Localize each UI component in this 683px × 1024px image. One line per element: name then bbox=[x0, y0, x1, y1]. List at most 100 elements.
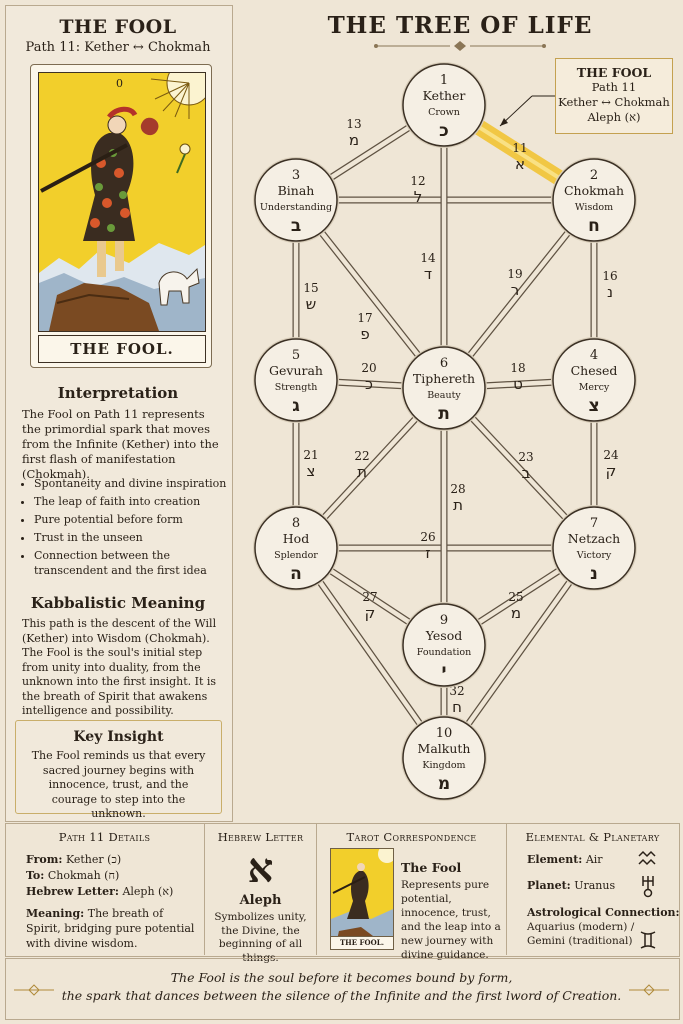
sephirah-number: 5 bbox=[292, 348, 300, 363]
hebrew-letter-text: Symbolizes unity, the Divine, the beginn… bbox=[214, 911, 307, 964]
mini-tarot-card: THE FOOL. bbox=[330, 848, 394, 950]
sephirah-name: Gevurah bbox=[269, 363, 323, 378]
bullet-item: Connection between the transcendent and … bbox=[34, 548, 234, 578]
footer-ornament-left bbox=[14, 984, 54, 996]
footer-quote: The Fool is the soul before it becomes b… bbox=[60, 969, 623, 1005]
sephirah-meaning: Wisdom bbox=[575, 202, 613, 213]
sephirah-meaning: Kingdom bbox=[422, 760, 465, 771]
path-letter: פ bbox=[360, 325, 369, 343]
path-letter: ק bbox=[606, 462, 617, 480]
sephirah-name: Tiphereth bbox=[413, 371, 475, 386]
sephirah-gevurah bbox=[254, 338, 338, 422]
path-letter: צ bbox=[307, 462, 316, 480]
sephirah-number: 2 bbox=[590, 168, 598, 183]
tree-of-life-diagram: 11א12ל13מ14ד15ש16נ17פ18ט19ר20כ21צ22ת23ב2… bbox=[253, 62, 637, 801]
footer-line1: The Fool is the soul before it becomes b… bbox=[170, 970, 513, 985]
sephirah-meaning: Beauty bbox=[427, 390, 461, 401]
divider bbox=[316, 823, 317, 955]
title-ornament bbox=[374, 41, 546, 51]
path-number: 22 bbox=[354, 449, 369, 463]
sephirah-name: Kether bbox=[423, 88, 466, 103]
element-row: Element: Air bbox=[527, 853, 603, 866]
sephirah-meaning: Strength bbox=[275, 382, 318, 393]
path-number: 18 bbox=[510, 361, 525, 375]
path-number: 14 bbox=[420, 251, 436, 265]
sephirah-name: Chesed bbox=[571, 363, 618, 378]
interpretation-bullets: Spontaneity and divine inspiration The l… bbox=[22, 476, 234, 581]
key-insight-title: Key Insight bbox=[73, 729, 164, 745]
uranus-symbol-icon bbox=[642, 876, 654, 898]
sephirah-number: 6 bbox=[440, 356, 448, 371]
key-insight-text: The Fool reminds us that every sacred jo… bbox=[31, 749, 206, 820]
path-number: 16 bbox=[602, 269, 617, 283]
path-letter: ש bbox=[306, 295, 317, 313]
sephirah-name: Chokmah bbox=[564, 183, 624, 198]
astro-label: Astrological Connection: bbox=[527, 906, 680, 919]
sephirah-letter: ה bbox=[290, 564, 302, 584]
detail-from: From: Kether (כ) bbox=[26, 853, 122, 866]
divider bbox=[506, 823, 507, 955]
sephirah-name: Binah bbox=[278, 183, 315, 198]
sephirah-number: 8 bbox=[292, 516, 300, 531]
path-number: 19 bbox=[507, 267, 522, 281]
path-number: 21 bbox=[303, 448, 318, 462]
path-letter: ב bbox=[522, 464, 531, 482]
gemini-symbol-icon bbox=[640, 931, 656, 949]
sephirah-meaning: Splendor bbox=[274, 550, 318, 561]
path-number: 26 bbox=[420, 530, 435, 544]
page-title: THE TREE OF LIFE bbox=[327, 12, 593, 39]
sephirah-letter: ת bbox=[438, 404, 450, 424]
callout-line3: Aleph (א) bbox=[587, 110, 641, 124]
bullet-item: Pure potential before form bbox=[34, 512, 234, 527]
sephirah-binah bbox=[254, 158, 338, 242]
path-letter: ח bbox=[452, 698, 462, 716]
sephirah-meaning: Foundation bbox=[417, 647, 471, 658]
path-number: 20 bbox=[361, 361, 376, 375]
sephirah-letter: ח bbox=[588, 216, 600, 236]
fool-tarot-card: 0 THE FOOL. bbox=[30, 64, 212, 368]
bottom-info-section bbox=[5, 823, 680, 957]
sephirah-netzach bbox=[552, 506, 636, 590]
elemental-heading: Elemental & Planetary bbox=[525, 830, 660, 844]
detail-meaning: Meaning: The breath of Spirit, bridging … bbox=[26, 907, 195, 950]
interpretation-text: The Fool on Path 11 represents the primo… bbox=[22, 407, 219, 481]
sephirah-meaning: Mercy bbox=[579, 382, 610, 393]
card-subtitle: Path 11: Kether ↔ Chokmah bbox=[25, 40, 211, 55]
fool-card-illustration: 0 bbox=[38, 72, 206, 332]
path-letter: ר bbox=[511, 281, 519, 299]
path-letter: כ bbox=[365, 375, 373, 393]
path-letter: ז bbox=[425, 544, 430, 562]
path-number: 11 bbox=[512, 141, 527, 155]
path-number: 12 bbox=[410, 174, 425, 188]
sephirah-number: 10 bbox=[436, 726, 453, 741]
footer-ornament-right bbox=[629, 984, 669, 996]
sephirah-meaning: Crown bbox=[428, 107, 460, 118]
path-number: 17 bbox=[357, 311, 372, 325]
bullet-item: Trust in the unseen bbox=[34, 530, 234, 545]
aleph-glyph: א bbox=[247, 845, 274, 892]
callout-line1: Path 11 bbox=[591, 80, 637, 94]
bullet-item: The leap of faith into creation bbox=[34, 494, 234, 509]
tarot-card-name: The Fool bbox=[401, 860, 462, 875]
footer-panel bbox=[5, 958, 680, 1020]
path-number: 24 bbox=[603, 448, 619, 462]
tarot-card-text: Represents pure potential, innocence, tr… bbox=[401, 879, 501, 961]
path-letter: מ bbox=[511, 604, 521, 622]
path-letter: ת bbox=[453, 496, 463, 514]
tarot-heading: Tarot Correspondence bbox=[346, 830, 477, 844]
sephirah-chokmah bbox=[552, 158, 636, 242]
sephirah-yesod bbox=[402, 603, 486, 687]
sephirah-letter: כ bbox=[439, 121, 449, 141]
key-insight-box: Key Insight The Fool reminds us that eve… bbox=[15, 720, 222, 820]
hebrew-heading: Hebrew Letter bbox=[217, 830, 304, 844]
sephirah-name: Hod bbox=[283, 531, 309, 546]
path-number: 23 bbox=[518, 450, 533, 464]
path-letter: ק bbox=[365, 604, 376, 622]
mini-card-label: THE FOOL. bbox=[331, 936, 393, 949]
hebrew-letter-name: Aleph bbox=[239, 893, 282, 908]
card-title: THE FOOL bbox=[59, 16, 177, 38]
interpretation-heading: Interpretation bbox=[57, 384, 179, 402]
sephirah-letter: ב bbox=[291, 216, 301, 236]
kabbalistic-text: This path is the descent of the Will (Ke… bbox=[22, 617, 217, 717]
kabbalistic-heading: Kabbalistic Meaning bbox=[30, 594, 206, 612]
